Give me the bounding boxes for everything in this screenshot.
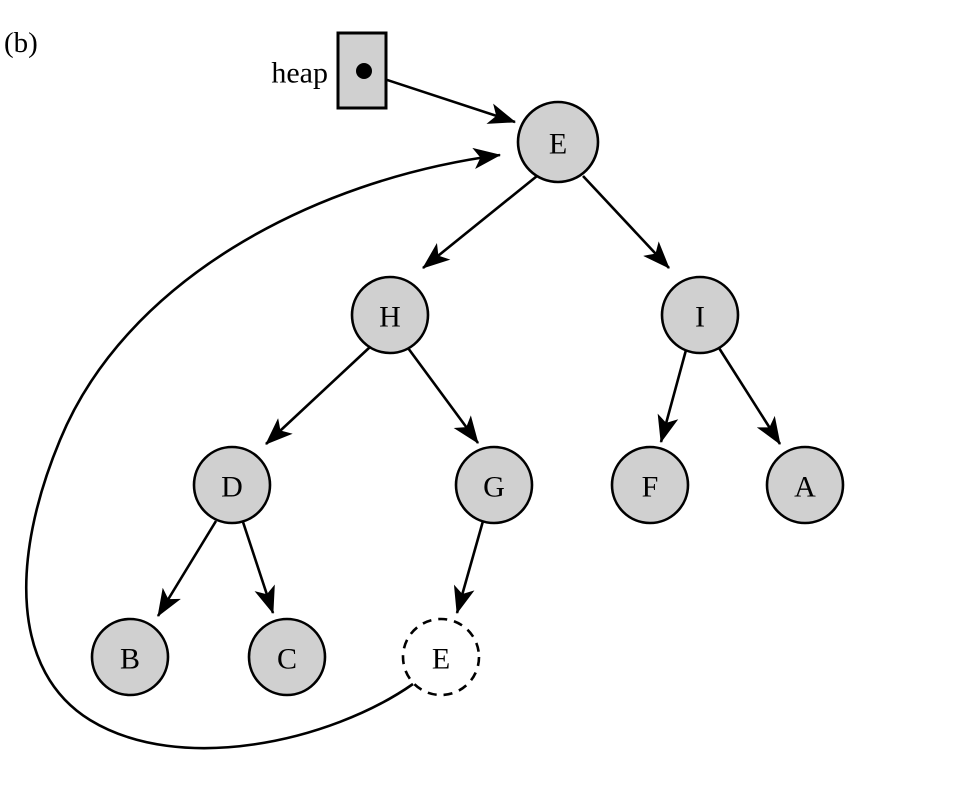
node-F[interactable]: F	[610, 445, 690, 525]
node-circle-E-root[interactable]	[516, 100, 600, 184]
node-E-root[interactable]: E	[516, 100, 600, 184]
edge-D-to-C	[241, 521, 275, 614]
figure-caption: (b)	[4, 27, 38, 59]
node-A[interactable]: A	[765, 445, 845, 525]
heap-pointer-cell[interactable]	[336, 31, 388, 110]
node-circle-G[interactable]	[454, 445, 534, 525]
heap-pointer-dot	[356, 63, 372, 79]
node-H[interactable]: H	[350, 275, 430, 355]
edge-E-to-H	[422, 174, 538, 270]
edge-E-to-I	[582, 175, 670, 269]
node-circle-A[interactable]	[765, 445, 845, 525]
node-I[interactable]: I	[660, 275, 740, 355]
edge-I-to-A	[717, 347, 782, 445]
edge-heap-to-E	[365, 71, 516, 124]
node-C[interactable]: C	[247, 617, 327, 697]
node-circle-F[interactable]	[610, 445, 690, 525]
node-E-dashed[interactable]: E	[401, 617, 481, 697]
node-circle-I[interactable]	[660, 275, 740, 355]
edge-I-to-F	[657, 349, 688, 444]
edge-H-to-D	[265, 346, 371, 445]
edge-G-to-E-dashed	[453, 520, 485, 615]
edge-H-to-G	[406, 347, 480, 444]
node-D[interactable]: D	[192, 445, 272, 525]
node-circle-C[interactable]	[247, 617, 327, 697]
node-G[interactable]: G	[454, 445, 534, 525]
node-circle-B[interactable]	[90, 617, 170, 697]
heap-label: heap	[271, 57, 328, 90]
edge-Edashed-to-E-root	[24, 147, 502, 750]
node-circle-D[interactable]	[192, 445, 272, 525]
node-B[interactable]: B	[90, 617, 170, 697]
edge-group	[24, 71, 782, 750]
node-circle-E-dashed[interactable]	[401, 617, 481, 697]
edge-D-to-B	[156, 520, 218, 617]
node-circle-H[interactable]	[350, 275, 430, 355]
